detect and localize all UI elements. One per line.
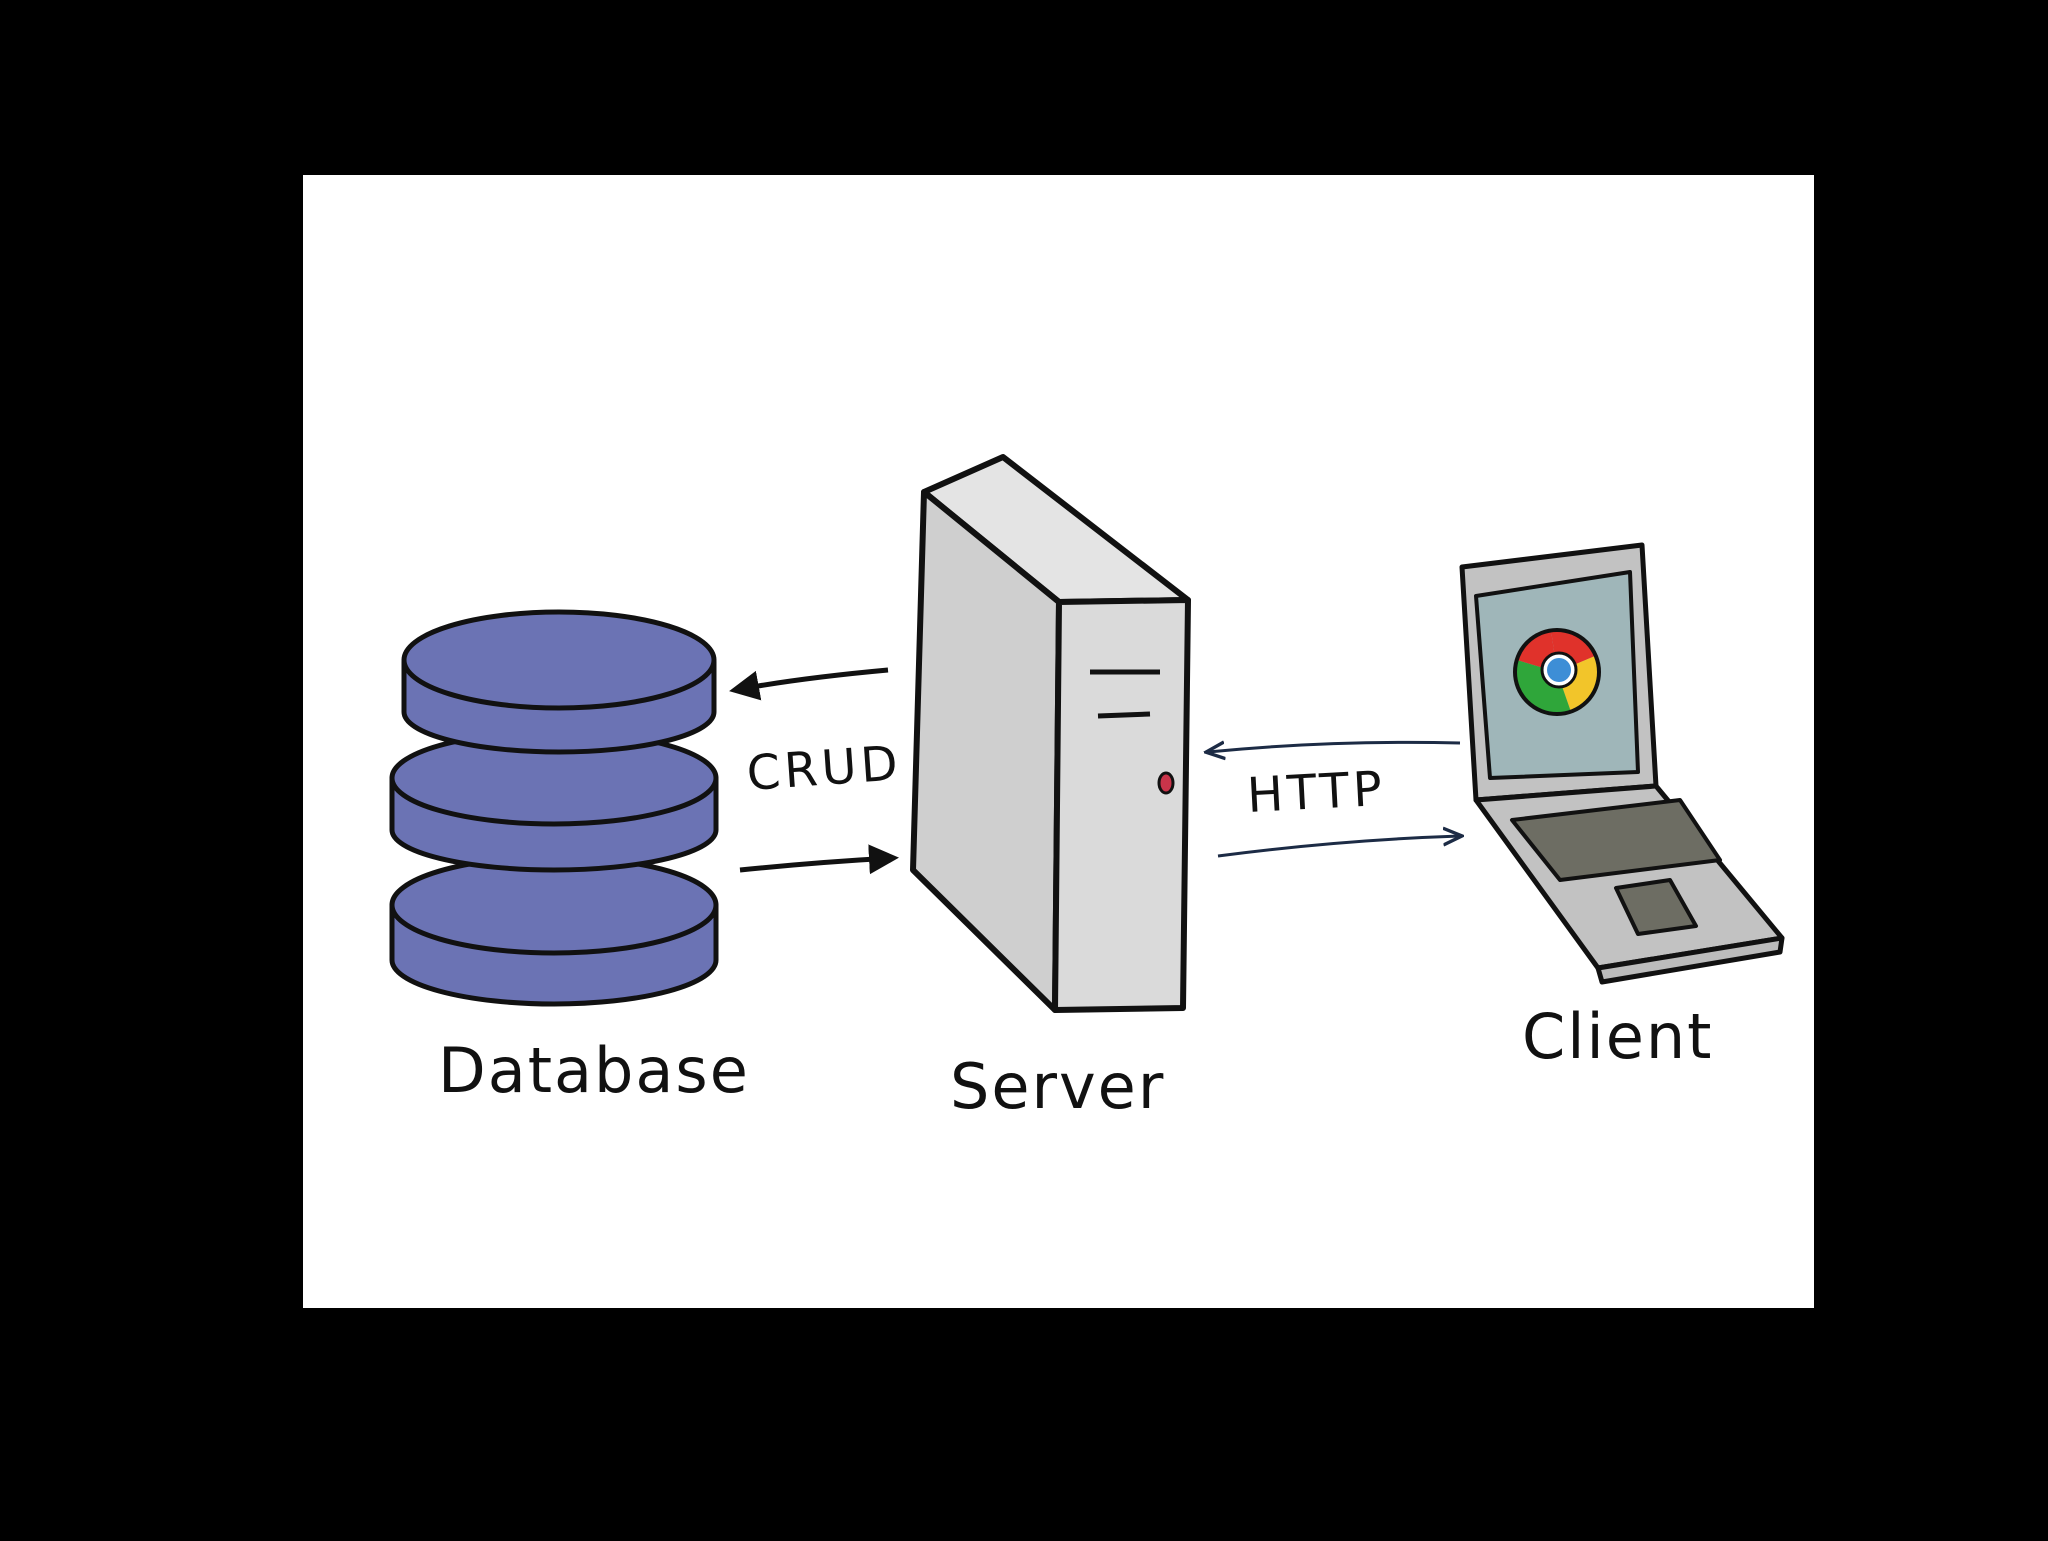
http-arrows [1208,742,1461,858]
laptop-icon [1459,542,1785,985]
http-arrow-to-client [1217,836,1460,858]
database-label: Database [438,1034,750,1107]
server-label: Server [950,1050,1165,1123]
crud-label: CRUD [745,735,903,802]
server-power-led [1157,771,1175,795]
database-icon [389,609,719,1007]
http-arrow-to-server [1208,742,1461,752]
server-icon [910,454,1191,1013]
database-disk-bottom [389,854,719,1007]
database-disk-top [401,609,717,755]
crud-arrows [729,667,899,875]
browser-icon [1513,628,1601,716]
crud-arrow-to-database [729,667,889,701]
laptop-trackpad [1614,878,1698,936]
laptop-base-edge [1595,935,1785,985]
crud-arrow-to-server [739,844,899,875]
server-slot-2 [1097,711,1151,719]
laptop-keyboard [1510,798,1722,882]
client-label: Client [1522,1000,1714,1073]
http-label: HTTP [1246,761,1388,824]
server-side [1052,597,1191,1013]
